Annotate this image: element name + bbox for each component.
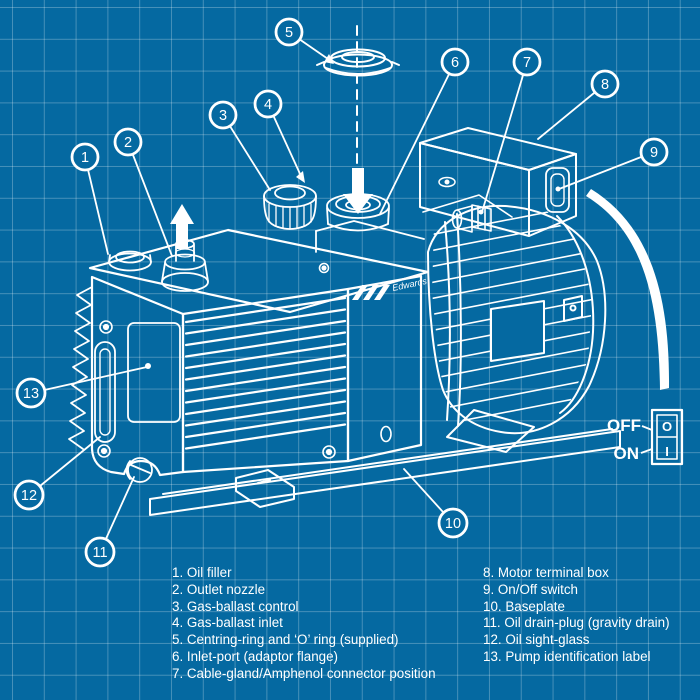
motor	[427, 204, 607, 435]
callout-12: 12	[13, 479, 45, 511]
screw	[99, 320, 113, 334]
callout-5: 5	[274, 17, 304, 47]
svg-text:12: 12	[21, 488, 37, 504]
motor-front-flange	[444, 221, 451, 421]
pump-rear-band	[346, 274, 423, 463]
svg-text:6: 6	[451, 55, 459, 71]
callout-13: 13	[15, 377, 47, 409]
callout-8: 8	[590, 69, 620, 99]
motor-terminal-box	[419, 127, 577, 237]
motor-end-bell	[556, 215, 595, 414]
bolt	[322, 445, 336, 459]
off-symbol: O	[662, 419, 672, 434]
legend-left-column: 1. Oil filler 2. Outlet nozzle 3. Gas-ba…	[172, 565, 436, 683]
svg-text:7: 7	[523, 55, 531, 71]
centring-ring	[316, 25, 400, 167]
oil-filler	[108, 250, 152, 272]
on-off-switch-recess	[545, 167, 570, 213]
cooling-fins-zigzag	[68, 286, 93, 450]
svg-text:13: 13	[23, 386, 39, 402]
legend-item: 1. Oil filler	[172, 565, 232, 580]
callout-6: 6	[440, 47, 470, 77]
motor-lug	[563, 295, 583, 322]
bolt	[318, 262, 330, 274]
pump-front-fins	[184, 296, 347, 450]
oil-sight-glass	[94, 341, 116, 443]
legend-item: 10. Baseplate	[483, 598, 565, 614]
callout-7: 7	[512, 47, 542, 77]
leader-endpoints	[145, 54, 561, 369]
legend-item: 3. Gas-ballast control	[172, 598, 299, 614]
leader-2	[127, 141, 173, 257]
leader-3	[222, 114, 271, 191]
motor-nameplate	[490, 300, 545, 362]
callout-1: 1	[70, 142, 100, 172]
rocker-switch-outline	[650, 408, 684, 466]
legend-item: 6. Inlet-port (adaptor flange)	[172, 648, 338, 664]
callout-9: 9	[639, 137, 669, 167]
svg-text:9: 9	[650, 145, 658, 161]
callout-3: 3	[208, 100, 238, 130]
leader-8	[537, 83, 606, 140]
leader-13	[30, 366, 148, 394]
motor-cooling-fins	[432, 209, 592, 429]
legend-item: 5. Centring-ring and ‘O’ ring (supplied)	[172, 632, 399, 648]
svg-text:3: 3	[219, 108, 227, 124]
outlet-flow-arrow-icon	[170, 204, 194, 249]
legend-right-column: 8. Motor terminal box 9. On/Off switch 1…	[483, 565, 670, 666]
svg-text:1: 1	[81, 150, 89, 166]
pump-id-label-panel	[127, 322, 181, 423]
leader-5-arrowhead	[324, 54, 334, 64]
legend-item: 12. Oil sight-glass	[483, 632, 590, 648]
svg-text:2: 2	[124, 135, 132, 151]
legend-item: 8. Motor terminal box	[483, 565, 609, 580]
gas-ballast-control	[263, 184, 317, 230]
leader-6	[379, 61, 456, 215]
leader-7	[481, 61, 528, 213]
svg-text:5: 5	[285, 25, 293, 41]
legend-item: 9. On/Off switch	[483, 581, 579, 597]
legend-item: 11. Oil drain-plug (gravity drain)	[483, 615, 670, 631]
leader-9	[558, 151, 655, 190]
on-label: ON	[614, 444, 640, 463]
inlet-housing	[315, 220, 425, 253]
callout-markers: 1 2 3 4 5 6 7 8 9 10 11 12 13	[13, 17, 669, 568]
switch-detail: OFF ON O I	[607, 408, 684, 466]
svg-text:4: 4	[264, 97, 272, 113]
svg-text:10: 10	[445, 516, 461, 532]
switch-pointer-swoosh	[586, 189, 670, 390]
legend-item: 2. Outlet nozzle	[172, 581, 266, 597]
callout-11: 11	[84, 536, 116, 568]
screw	[97, 444, 111, 458]
inlet-flow-arrow-icon	[343, 168, 373, 214]
cable-gland	[451, 204, 492, 233]
leader-4-arrowhead	[296, 171, 305, 183]
baseplate-foot	[235, 469, 295, 508]
cable-entry-knockout	[438, 176, 456, 188]
pump-end-face	[90, 275, 185, 477]
legend-item: 4. Gas-ballast inlet	[172, 615, 283, 631]
callout-2: 2	[113, 127, 143, 157]
pump-body	[68, 184, 430, 483]
brand-label: Edwards	[391, 276, 428, 293]
legend-item: 13. Pump identification label	[483, 648, 651, 664]
svg-text:11: 11	[92, 545, 107, 561]
brand-logo: Edwards	[352, 276, 428, 300]
callout-4: 4	[253, 89, 283, 119]
legend-item: 7. Cable-gland/Amphenol connector positi…	[172, 665, 436, 681]
callout-10: 10	[437, 507, 469, 539]
off-label: OFF	[607, 416, 641, 435]
oil-drain-plug	[125, 457, 153, 483]
svg-text:8: 8	[601, 77, 609, 93]
leader-1	[84, 156, 109, 255]
on-symbol: I	[665, 444, 669, 459]
